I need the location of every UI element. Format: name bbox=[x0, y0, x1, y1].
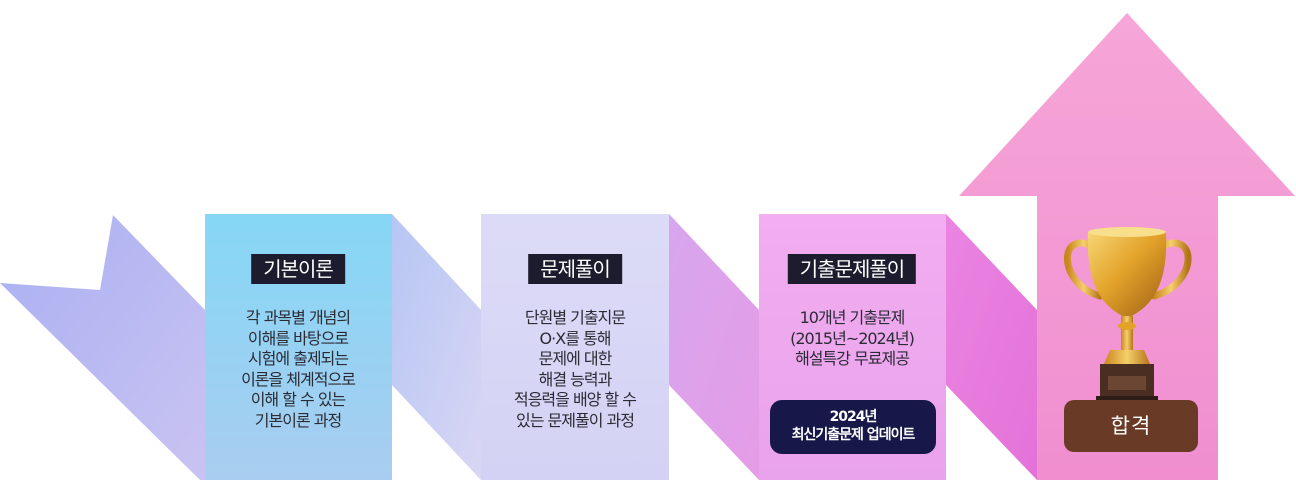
ribbon-connector-3 bbox=[946, 214, 1037, 480]
trophy-icon bbox=[1064, 227, 1192, 402]
ribbon-tail bbox=[0, 215, 205, 480]
pass-badge: 합격 bbox=[1064, 400, 1198, 452]
update-badge-text: 최신기출문제 업데이트 bbox=[791, 427, 916, 443]
step-1-label: 기본이론 bbox=[251, 254, 345, 284]
step-1-description: 각 과목별 개념의 이해를 바탕으로 시험에 출제되는 이론을 체계적으로 이해… bbox=[241, 308, 356, 430]
step-2-description: 단원별 기출지문 O·X를 통해 문제에 대한 해결 능력과 적응력을 배양 할… bbox=[513, 308, 637, 430]
update-badge: 2024년 최신기출문제 업데이트 bbox=[770, 400, 936, 454]
ribbon-connector-2 bbox=[669, 214, 759, 480]
step-3-description: 10개년 기출문제 (2015년~2024년) 해설특강 무료제공 bbox=[790, 308, 915, 368]
step-3-label: 기출문제풀이 bbox=[787, 254, 917, 284]
step-2-label: 문제풀이 bbox=[528, 254, 622, 284]
update-badge-year: 2024년 bbox=[829, 409, 878, 425]
ribbon-connector-1 bbox=[392, 214, 481, 480]
